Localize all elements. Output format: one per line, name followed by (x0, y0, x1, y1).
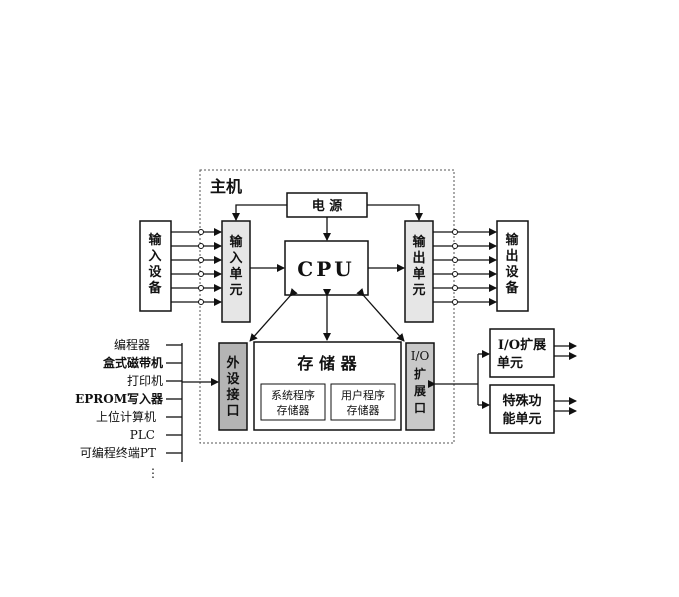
special-function-unit-line2: 能单元 (502, 411, 541, 427)
svg-text:入: 入 (229, 251, 242, 266)
output-terminals (452, 229, 458, 305)
svg-text:输: 输 (229, 234, 243, 250)
svg-text:展: 展 (414, 384, 426, 398)
svg-text:接: 接 (226, 387, 239, 403)
peripheral-host-computer: 上位计算机 (96, 409, 156, 424)
svg-text:元: 元 (412, 283, 425, 298)
cpu-label: CPU (297, 257, 354, 281)
power-lines (232, 204, 423, 241)
peripheral-port-box (218, 342, 248, 431)
peripheral-ellipsis: ⋮ (147, 466, 159, 480)
svg-text:元: 元 (229, 283, 242, 298)
output-signal-lines (433, 228, 497, 306)
svg-text:外: 外 (225, 355, 239, 371)
svg-text:设: 设 (226, 372, 240, 387)
user-program-memory-line2: 存储器 (347, 403, 380, 417)
power-label: 电 源 (312, 198, 343, 214)
io-expansion-unit-box (489, 328, 555, 378)
system-program-memory-line1: 系统程序 (271, 388, 315, 402)
output-unit-label: 输 出 单 元 (412, 234, 426, 298)
peripheral-eprom-writer: EPROM写入器 (75, 392, 164, 406)
svg-text:出: 出 (412, 250, 425, 266)
main-host-boundary (199, 169, 455, 444)
special-function-unit-box (489, 384, 555, 434)
svg-text:备: 备 (147, 280, 162, 296)
svg-text:单: 单 (229, 266, 242, 282)
input-terminals (198, 229, 204, 305)
input-unit-box (221, 220, 251, 323)
input-unit-label: 输 入 单 元 (229, 234, 243, 298)
user-program-memory-line1: 用户程序 (341, 388, 385, 402)
system-program-memory-box (260, 383, 326, 421)
cpu-box (284, 240, 369, 296)
svg-text:备: 备 (504, 280, 519, 296)
peripheral-printer: 打印机 (127, 374, 163, 388)
svg-text:输: 输 (505, 232, 519, 248)
svg-text:入: 入 (148, 249, 161, 264)
input-device-box (139, 220, 172, 312)
peripheral-list: 编程器 盒式磁带机 打印机 EPROM写入器 上位计算机 PLC 可编程终端PT… (75, 337, 164, 480)
svg-text:口: 口 (414, 401, 426, 415)
peripheral-plc: PLC (130, 428, 155, 442)
svg-text:单: 单 (412, 266, 425, 282)
svg-text:输: 输 (412, 234, 426, 250)
memory-title: 存 储 器 (297, 354, 357, 373)
output-unit-box (404, 220, 434, 323)
io-expansion-unit-line1: I/O扩展 (498, 337, 547, 353)
peripheral-port-label: 外 设 接 口 (225, 355, 240, 419)
peripheral-cassette: 盒式磁带机 (102, 355, 163, 370)
input-device-label: 输 入 设 备 (147, 232, 162, 296)
peripheral-programmable-terminal: 可编程终端PT (80, 445, 156, 460)
svg-text:I/O: I/O (411, 349, 430, 363)
output-device-box (496, 220, 529, 312)
io-expansion-port-label: I/O 扩 展 口 (411, 349, 430, 415)
peripheral-bus (166, 343, 219, 462)
special-function-unit-line1: 特殊功 (502, 393, 541, 409)
expansion-bus (428, 350, 490, 409)
peripheral-programmer: 编程器 (114, 337, 150, 352)
user-program-memory-box (330, 383, 396, 421)
system-program-memory-line2: 存储器 (277, 403, 310, 417)
io-expansion-unit-line2: 单元 (497, 355, 523, 371)
main-host-title: 主机 (210, 177, 242, 196)
svg-text:口: 口 (226, 404, 239, 419)
svg-text:设: 设 (148, 265, 162, 280)
input-signal-lines (171, 228, 222, 306)
output-device-label: 输 出 设 备 (504, 232, 519, 296)
expansion-outgoing-lines (554, 342, 577, 415)
cpu-bus-arrows (249, 288, 405, 342)
svg-text:输: 输 (148, 232, 162, 248)
svg-text:设: 设 (505, 265, 519, 280)
svg-text:扩: 扩 (414, 366, 426, 381)
svg-text:出: 出 (505, 248, 518, 264)
